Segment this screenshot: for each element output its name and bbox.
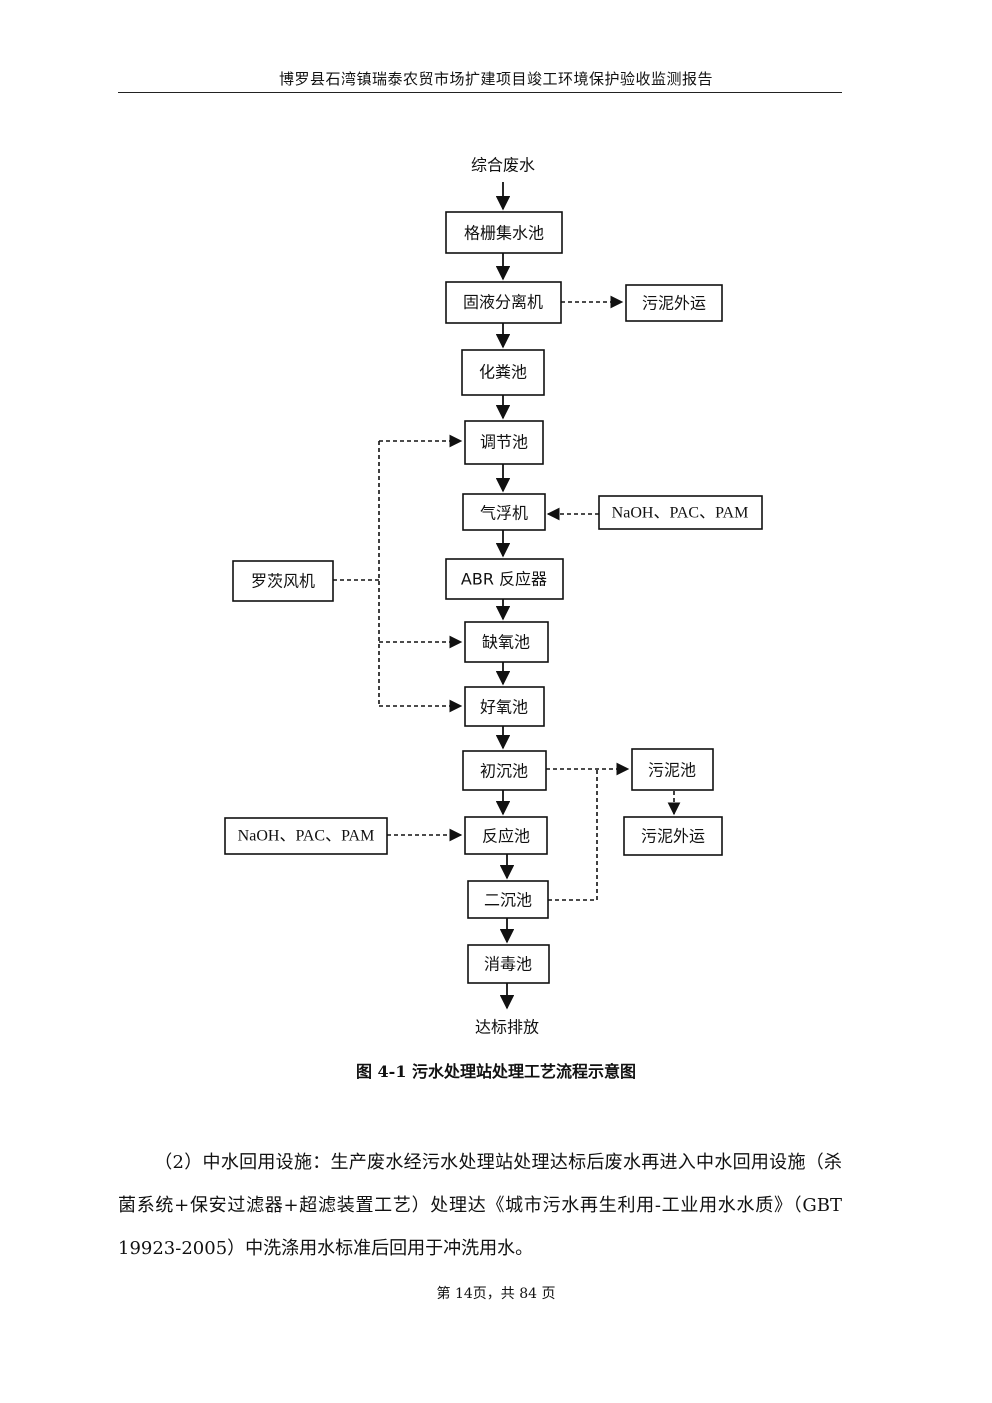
svg-text:污泥外运: 污泥外运: [642, 294, 706, 313]
flow-node-secondary-sedimentation: 二沉池: [467, 880, 549, 919]
svg-text:调节池: 调节池: [480, 433, 528, 452]
body-paragraph: （2）中水回用设施：生产废水经污水处理站处理达标后废水再进入中水回用设施（杀菌系…: [118, 1141, 842, 1270]
svg-text:污泥外运: 污泥外运: [641, 827, 705, 846]
svg-text:ABR 反应器: ABR 反应器: [461, 570, 547, 589]
flow-output-label: 达标排放: [475, 1018, 539, 1037]
svg-text:气浮机: 气浮机: [480, 504, 528, 523]
dashed-line-secondary-to-sludge: [548, 769, 598, 901]
flow-node-regulating-tank: 调节池: [464, 420, 544, 465]
flow-node-chemicals-2: NaOH、PAC、PAM: [224, 817, 388, 855]
svg-text:NaOH、PAC、PAM: NaOH、PAC、PAM: [238, 828, 375, 845]
svg-text:二沉池: 二沉池: [484, 891, 532, 910]
flow-connectors: [333, 182, 681, 1010]
header-divider: [118, 92, 842, 93]
flow-node-sludge-transport-2: 污泥外运: [623, 816, 723, 856]
svg-text:化粪池: 化粪池: [479, 363, 527, 382]
page-footer: 第 14页，共 84 页: [436, 1286, 556, 1302]
flow-node-solid-liquid-separator: 固液分离机: [445, 281, 562, 324]
svg-text:固液分离机: 固液分离机: [463, 293, 543, 312]
flow-node-sludge-tank: 污泥池: [631, 748, 714, 791]
svg-text:罗茨风机: 罗茨风机: [251, 572, 315, 591]
figure-caption: 图 4-1 污水处理站处理工艺流程示意图: [355, 1062, 637, 1081]
svg-text:污泥池: 污泥池: [648, 761, 696, 780]
flow-node-air-flotation: 气浮机: [462, 493, 546, 531]
flow-node-abr-reactor: ABR 反应器: [445, 558, 564, 600]
flow-node-grille-tank: 格栅集水池: [445, 211, 563, 254]
flow-node-anoxic-tank: 缺氧池: [464, 621, 549, 663]
flow-node-septic-tank: 化粪池: [461, 349, 545, 396]
flow-node-sludge-transport-1: 污泥外运: [625, 284, 723, 322]
svg-text:好氧池: 好氧池: [480, 698, 528, 717]
flow-node-primary-sedimentation: 初沉池: [462, 750, 547, 791]
svg-text:缺氧池: 缺氧池: [482, 633, 530, 652]
body-paragraph-text: （2）中水回用设施：生产废水经污水处理站处理达标后废水再进入中水回用设施（杀菌系…: [118, 1152, 842, 1259]
flow-node-roots-blower: 罗茨风机: [232, 560, 334, 602]
svg-text:格栅集水池: 格栅集水池: [464, 224, 544, 243]
flow-node-aerobic-tank: 好氧池: [464, 686, 545, 727]
svg-text:消毒池: 消毒池: [484, 955, 532, 974]
process-flowchart: 综合废水 达标排放 格栅集水池 固液分离机 污泥外运 化粪池 调节池 气浮机 N…: [224, 156, 763, 1037]
flow-input-label: 综合废水: [471, 156, 535, 175]
flow-node-disinfection-tank: 消毒池: [467, 944, 550, 984]
flow-node-chemicals-1: NaOH、PAC、PAM: [598, 495, 763, 530]
svg-text:NaOH、PAC、PAM: NaOH、PAC、PAM: [612, 505, 749, 522]
flow-node-reaction-tank: 反应池: [464, 816, 548, 855]
svg-text:反应池: 反应池: [482, 827, 530, 846]
svg-text:初沉池: 初沉池: [480, 762, 528, 781]
report-header: 博罗县石湾镇瑞泰农贸市场扩建项目竣工环境保护验收监测报告: [278, 70, 713, 88]
